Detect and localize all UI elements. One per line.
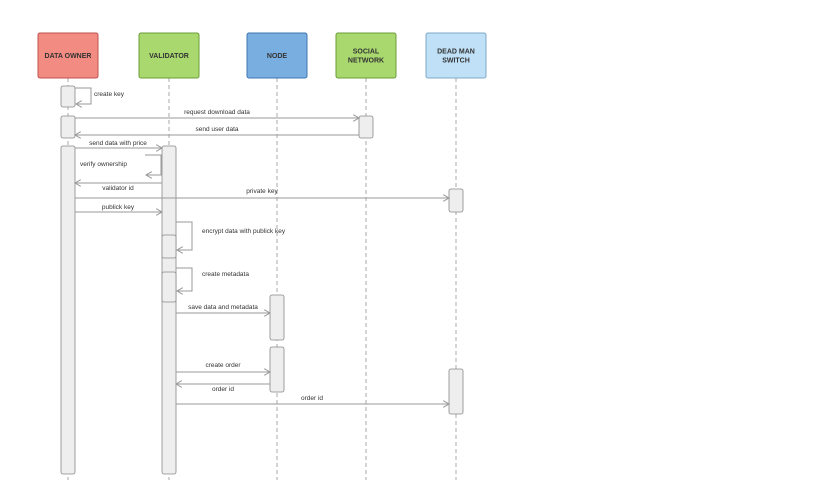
message-label: request download data — [184, 109, 250, 116]
message: request download data — [75, 109, 359, 118]
message: validator id — [75, 183, 162, 192]
message-label: send user data — [195, 126, 238, 133]
actor-label: SWITCH — [442, 58, 470, 65]
activation-bar — [269, 294, 285, 341]
actor-validator: VALIDATOR — [138, 32, 200, 79]
actor-box — [425, 32, 487, 79]
message-label: send data with price — [89, 140, 147, 147]
actor-data-owner: DATA OWNER — [37, 32, 99, 79]
actor-label: NETWORK — [348, 58, 384, 65]
activation-bar — [161, 271, 177, 303]
message: private key — [75, 188, 449, 198]
self-message-arrow — [75, 87, 92, 104]
self-message-arrow — [176, 221, 193, 250]
message-label: private key — [246, 188, 278, 195]
message: order id — [176, 384, 270, 393]
activation-bar — [358, 115, 374, 139]
message: send user data — [75, 126, 359, 135]
message-label: publick key — [102, 204, 135, 211]
activation-bar — [60, 85, 76, 108]
message-label: encrypt data with publick key — [202, 228, 286, 235]
activation-bar — [161, 145, 177, 475]
actor-social-network: SOCIAL NETWORK — [335, 32, 397, 79]
message-label: create metadata — [202, 271, 249, 278]
message: create order — [176, 362, 270, 372]
message-label: create key — [94, 91, 125, 98]
actor-dead-man-switch: DEAD MAN SWITCH — [425, 32, 487, 79]
message: order id — [176, 395, 449, 404]
actor-node: NODE — [246, 32, 308, 79]
message-label: verify ownership — [80, 161, 127, 168]
activation-bar — [161, 234, 177, 259]
message: save data and metadata — [176, 304, 270, 313]
actor-box — [138, 32, 200, 79]
activation-bar — [60, 145, 76, 475]
message: create key — [75, 87, 125, 104]
message: encrypt data with publick key — [176, 221, 286, 250]
lifelines — [67, 78, 457, 480]
actor-label: NODE — [267, 53, 288, 60]
activation-bar — [269, 346, 285, 393]
actor-label: VALIDATOR — [149, 53, 189, 60]
message-label: save data and metadata — [188, 304, 258, 311]
self-message-arrow — [145, 154, 162, 175]
message: send data with price — [75, 140, 162, 148]
actor-label: DATA OWNER — [45, 53, 92, 60]
actor-label: DEAD MAN — [437, 49, 475, 56]
actor-box — [335, 32, 397, 79]
message: verify ownership — [80, 154, 162, 175]
activation-bar — [448, 188, 464, 213]
actor-label: SOCIAL — [353, 49, 380, 56]
activation-bar — [60, 115, 76, 139]
message-label: validator id — [102, 185, 134, 192]
message-label: create order — [205, 362, 241, 369]
message-label: order id — [212, 386, 234, 393]
message: create metadata — [176, 267, 249, 291]
messages: create key request download data send user… — [75, 87, 449, 404]
message: publick key — [75, 204, 162, 212]
self-message-arrow — [176, 267, 193, 291]
activation-bar — [448, 368, 464, 415]
actor-box — [246, 32, 308, 79]
actor-headers: DATA OWNER VALIDATOR NODE SOCIAL NETWORK DEAD… — [37, 32, 487, 79]
activation-bars — [60, 85, 464, 475]
message-label: order id — [301, 395, 323, 402]
actor-box — [37, 32, 99, 79]
